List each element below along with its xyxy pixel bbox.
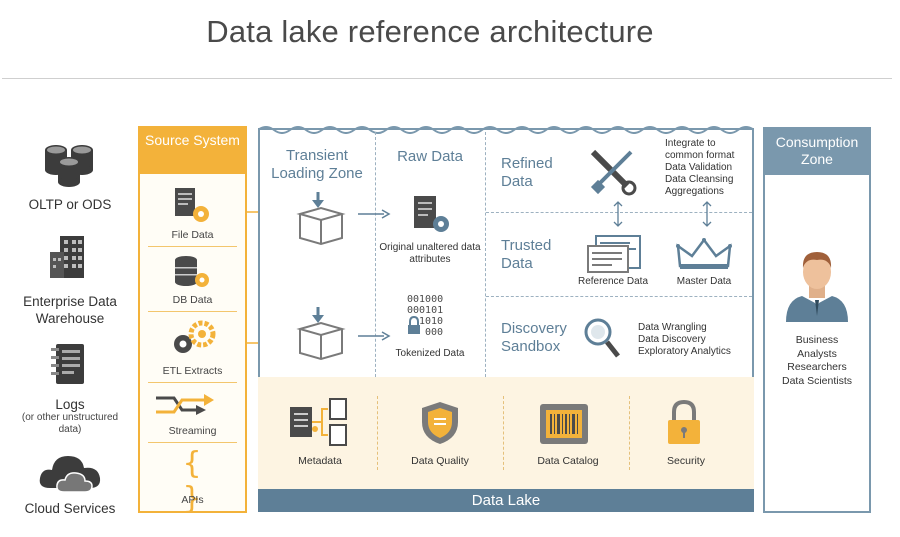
governance-divider bbox=[503, 396, 504, 470]
transient-zone-title: Transient Loading Zone bbox=[271, 147, 363, 182]
title-divider bbox=[2, 78, 892, 79]
cloud-icon bbox=[39, 456, 101, 493]
padlock-icon bbox=[668, 400, 700, 444]
consumption-title: Consumption Zone bbox=[775, 134, 859, 167]
source-item-file-data: File Data bbox=[171, 229, 214, 241]
binary-line: 000101 bbox=[407, 305, 444, 316]
magnifier-icon bbox=[584, 318, 620, 358]
discovery-notes: Data Wrangling Data Discovery Explorator… bbox=[638, 322, 748, 358]
zone-divider bbox=[485, 132, 486, 377]
refined-note: Data Cleansing bbox=[665, 174, 734, 185]
source-oltp-label: OLTP or ODS bbox=[28, 197, 112, 212]
trusted-zone-title: Trusted Data bbox=[501, 237, 552, 272]
binary-line: 001000 bbox=[407, 294, 444, 305]
braces-icon: { } bbox=[182, 446, 202, 516]
reference-data-label: Reference Data bbox=[577, 276, 649, 287]
discovery-zone-title: Discovery Sandbox bbox=[501, 320, 567, 355]
user-avatar-icon bbox=[786, 252, 848, 322]
source-system-title: Source System bbox=[145, 132, 240, 148]
refined-trusted-arrows bbox=[613, 201, 712, 227]
refined-note: Data Validation bbox=[665, 162, 733, 173]
refined-note: Aggregations bbox=[665, 186, 724, 197]
barcode-catalog-icon bbox=[540, 404, 588, 444]
refined-zone-title: Refined Data bbox=[501, 155, 553, 190]
etl-gears-icon bbox=[174, 320, 216, 353]
database-icon bbox=[45, 145, 93, 187]
lock-icon bbox=[408, 316, 420, 334]
transient-to-raw-arrows bbox=[358, 209, 391, 341]
raw-zone-title: Raw Data bbox=[397, 148, 463, 165]
streaming-icon bbox=[156, 394, 214, 415]
zone-divider bbox=[486, 296, 752, 297]
box-icon bbox=[296, 192, 346, 246]
governance-divider bbox=[377, 396, 378, 470]
page-title: Data lake reference architecture bbox=[206, 14, 654, 49]
source-system-header: Source System bbox=[138, 126, 247, 174]
shield-icon bbox=[422, 402, 458, 444]
source-separator bbox=[148, 382, 237, 383]
discovery-note: Exploratory Analytics bbox=[638, 346, 731, 357]
source-cloud-label: Cloud Services bbox=[24, 501, 116, 516]
document-gear-icon bbox=[414, 196, 449, 232]
consumer-role: Data Scientists bbox=[781, 374, 853, 387]
source-item-db-data: DB Data bbox=[172, 294, 213, 306]
master-data-label: Master Data bbox=[676, 276, 732, 287]
crown-icon bbox=[676, 238, 732, 269]
binary-data: 001000 000101 1010 000 bbox=[407, 294, 467, 338]
source-item-apis: APIs bbox=[181, 494, 204, 506]
source-item-streaming: Streaming bbox=[168, 425, 217, 437]
db-gear-icon bbox=[175, 256, 209, 287]
source-logs-label: Logs bbox=[55, 397, 85, 412]
source-edw-label: Enterprise Data Warehouse bbox=[23, 294, 117, 326]
source-separator bbox=[148, 442, 237, 443]
consumer-list: Business Analysts Researchers Data Scien… bbox=[765, 334, 869, 388]
notebook-icon bbox=[51, 344, 84, 384]
discovery-note: Data Wrangling bbox=[638, 322, 707, 333]
governance-security-label: Security bbox=[667, 455, 705, 467]
refined-notes: Integrate to common format Data Validati… bbox=[665, 138, 753, 198]
source-item-etl: ETL Extracts bbox=[162, 365, 223, 377]
zone-divider bbox=[375, 132, 376, 377]
file-gear-icon bbox=[175, 188, 209, 222]
source-system-panel bbox=[138, 126, 247, 513]
consumer-role: Analysts bbox=[797, 347, 837, 360]
governance-catalog-label: Data Catalog bbox=[537, 455, 599, 467]
lake-wave-top bbox=[258, 126, 754, 134]
refined-note: common format bbox=[665, 150, 735, 161]
box-icon bbox=[296, 307, 346, 361]
metadata-icon bbox=[290, 398, 347, 446]
governance-quality-label: Data Quality bbox=[411, 455, 469, 467]
raw-original-label: Original unaltered data attributes bbox=[379, 242, 481, 265]
governance-metadata-label: Metadata bbox=[298, 455, 342, 467]
refined-note: Integrate to bbox=[665, 138, 716, 149]
tools-icon bbox=[590, 149, 637, 196]
consumption-header: Consumption Zone bbox=[763, 127, 871, 175]
source-separator bbox=[148, 311, 237, 312]
binary-line: 000 bbox=[425, 327, 444, 338]
source-logs-sublabel: (or other unstructured data) bbox=[21, 412, 119, 435]
tokenized-data-label: Tokenized Data bbox=[395, 348, 465, 359]
governance-divider bbox=[629, 396, 630, 470]
reference-data-icon bbox=[587, 235, 641, 273]
building-icon bbox=[50, 236, 84, 278]
data-lake-label: Data Lake bbox=[258, 489, 754, 512]
binary-line: 1010 bbox=[419, 316, 444, 327]
consumer-role: Business bbox=[795, 334, 839, 346]
discovery-note: Data Discovery bbox=[638, 334, 706, 345]
zone-divider bbox=[486, 212, 752, 213]
source-separator bbox=[148, 246, 237, 247]
consumer-role: Researchers bbox=[787, 361, 847, 373]
